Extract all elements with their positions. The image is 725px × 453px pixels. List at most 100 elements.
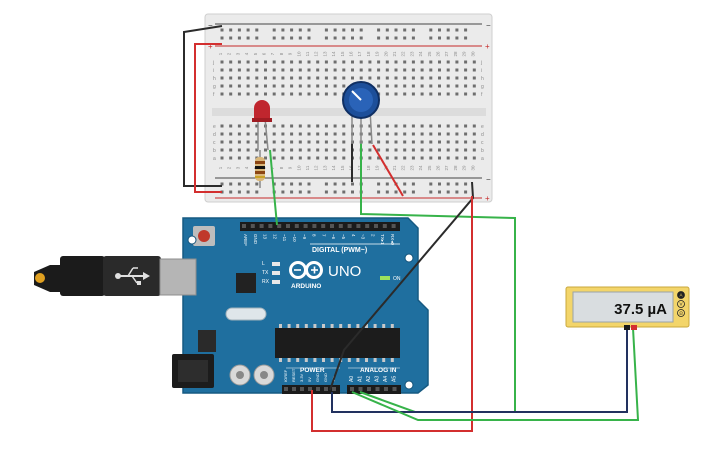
breadboard-hole[interactable] <box>333 140 337 144</box>
breadboard-hole[interactable] <box>298 84 302 88</box>
breadboard-hole[interactable] <box>290 92 294 96</box>
breadboard-hole[interactable] <box>438 60 441 64</box>
breadboard-hole[interactable] <box>324 148 328 152</box>
breadboard-hole[interactable] <box>246 140 250 144</box>
breadboard-hole[interactable] <box>464 140 468 144</box>
breadboard-hole[interactable] <box>403 68 407 72</box>
breadboard-hole[interactable] <box>264 60 267 64</box>
breadboard-hole[interactable] <box>394 92 398 96</box>
rail-hole[interactable] <box>237 36 241 40</box>
breadboard-hole[interactable] <box>290 68 294 72</box>
breadboard-hole[interactable] <box>220 60 224 64</box>
breadboard-hole[interactable] <box>472 156 476 160</box>
mode-2-button[interactable] <box>677 309 685 317</box>
breadboard-hole[interactable] <box>403 140 407 144</box>
breadboard-hole[interactable] <box>246 76 250 80</box>
breadboard-hole[interactable] <box>307 140 311 144</box>
breadboard-hole[interactable] <box>385 156 389 160</box>
breadboard-hole[interactable] <box>368 156 372 160</box>
breadboard-hole[interactable] <box>272 156 276 160</box>
header-pin[interactable] <box>384 387 388 391</box>
breadboard-hole[interactable] <box>420 124 424 128</box>
rail-hole[interactable] <box>411 190 415 194</box>
breadboard-hole[interactable] <box>429 148 433 152</box>
breadboard-hole[interactable] <box>229 68 233 72</box>
breadboard-hole[interactable] <box>464 92 468 96</box>
breadboard-hole[interactable] <box>307 124 311 128</box>
breadboard-hole[interactable] <box>272 68 276 72</box>
breadboard-hole[interactable] <box>368 132 372 136</box>
breadboard-hole[interactable] <box>316 84 320 88</box>
breadboard-hole[interactable] <box>429 140 433 144</box>
breadboard-hole[interactable] <box>246 132 250 136</box>
rail-hole[interactable] <box>438 36 441 40</box>
rail-hole[interactable] <box>342 182 346 186</box>
rail-hole[interactable] <box>342 28 346 32</box>
rail-hole[interactable] <box>403 36 407 40</box>
breadboard-hole[interactable] <box>298 124 302 128</box>
header-pin[interactable] <box>300 387 304 391</box>
analog-header[interactable] <box>347 385 401 394</box>
breadboard-hole[interactable] <box>446 68 450 72</box>
breadboard-hole[interactable] <box>272 148 276 152</box>
rail-hole[interactable] <box>229 190 233 194</box>
breadboard-hole[interactable] <box>368 140 372 144</box>
breadboard-hole[interactable] <box>438 76 441 80</box>
header-pin[interactable] <box>308 387 312 391</box>
breadboard-hole[interactable] <box>464 156 468 160</box>
breadboard-hole[interactable] <box>333 68 337 72</box>
breadboard-hole[interactable] <box>307 92 311 96</box>
rail-hole[interactable] <box>246 182 250 186</box>
breadboard-hole[interactable] <box>281 124 285 128</box>
breadboard-hole[interactable] <box>472 124 476 128</box>
red-led[interactable] <box>252 100 272 151</box>
rail-hole[interactable] <box>342 36 346 40</box>
breadboard-hole[interactable] <box>333 92 337 96</box>
breadboard-hole[interactable] <box>264 148 267 152</box>
breadboard-hole[interactable] <box>429 92 433 96</box>
breadboard-hole[interactable] <box>411 68 415 72</box>
breadboard-hole[interactable] <box>324 60 328 64</box>
rail-hole[interactable] <box>464 182 468 186</box>
breadboard-hole[interactable] <box>316 124 320 128</box>
breadboard-hole[interactable] <box>342 148 346 152</box>
breadboard-hole[interactable] <box>316 148 320 152</box>
breadboard-hole[interactable] <box>298 132 302 136</box>
multimeter-mode-selector[interactable]: AVΩ <box>677 291 685 317</box>
breadboard-hole[interactable] <box>255 68 259 72</box>
breadboard-hole[interactable] <box>316 92 320 96</box>
breadboard-hole[interactable] <box>324 132 328 136</box>
breadboard-hole[interactable] <box>385 148 389 152</box>
breadboard-hole[interactable] <box>455 84 459 88</box>
rail-hole[interactable] <box>255 28 259 32</box>
breadboard-hole[interactable] <box>333 84 337 88</box>
breadboard-hole[interactable] <box>446 132 450 136</box>
rail-hole[interactable] <box>446 28 450 32</box>
breadboard-hole[interactable] <box>420 60 424 64</box>
breadboard-hole[interactable] <box>290 156 294 160</box>
breadboard-hole[interactable] <box>411 60 415 64</box>
breadboard-hole[interactable] <box>316 76 320 80</box>
breadboard-hole[interactable] <box>229 84 233 88</box>
breadboard-hole[interactable] <box>220 156 224 160</box>
rail-hole[interactable] <box>429 182 433 186</box>
breadboard-hole[interactable] <box>324 140 328 144</box>
breadboard-hole[interactable] <box>264 92 267 96</box>
rail-hole[interactable] <box>385 182 389 186</box>
breadboard-hole[interactable] <box>446 92 450 96</box>
breadboard-hole[interactable] <box>255 124 259 128</box>
breadboard-hole[interactable] <box>385 92 389 96</box>
breadboard-hole[interactable] <box>333 148 337 152</box>
breadboard-hole[interactable] <box>298 92 302 96</box>
breadboard-hole[interactable] <box>298 148 302 152</box>
breadboard-hole[interactable] <box>342 84 346 88</box>
rail-hole[interactable] <box>446 182 450 186</box>
breadboard-hole[interactable] <box>342 60 346 64</box>
breadboard-hole[interactable] <box>385 140 389 144</box>
breadboard-hole[interactable] <box>342 76 346 80</box>
breadboard-hole[interactable] <box>464 124 468 128</box>
header-pin[interactable] <box>294 224 299 228</box>
breadboard-hole[interactable] <box>429 76 433 80</box>
breadboard-hole[interactable] <box>420 84 424 88</box>
